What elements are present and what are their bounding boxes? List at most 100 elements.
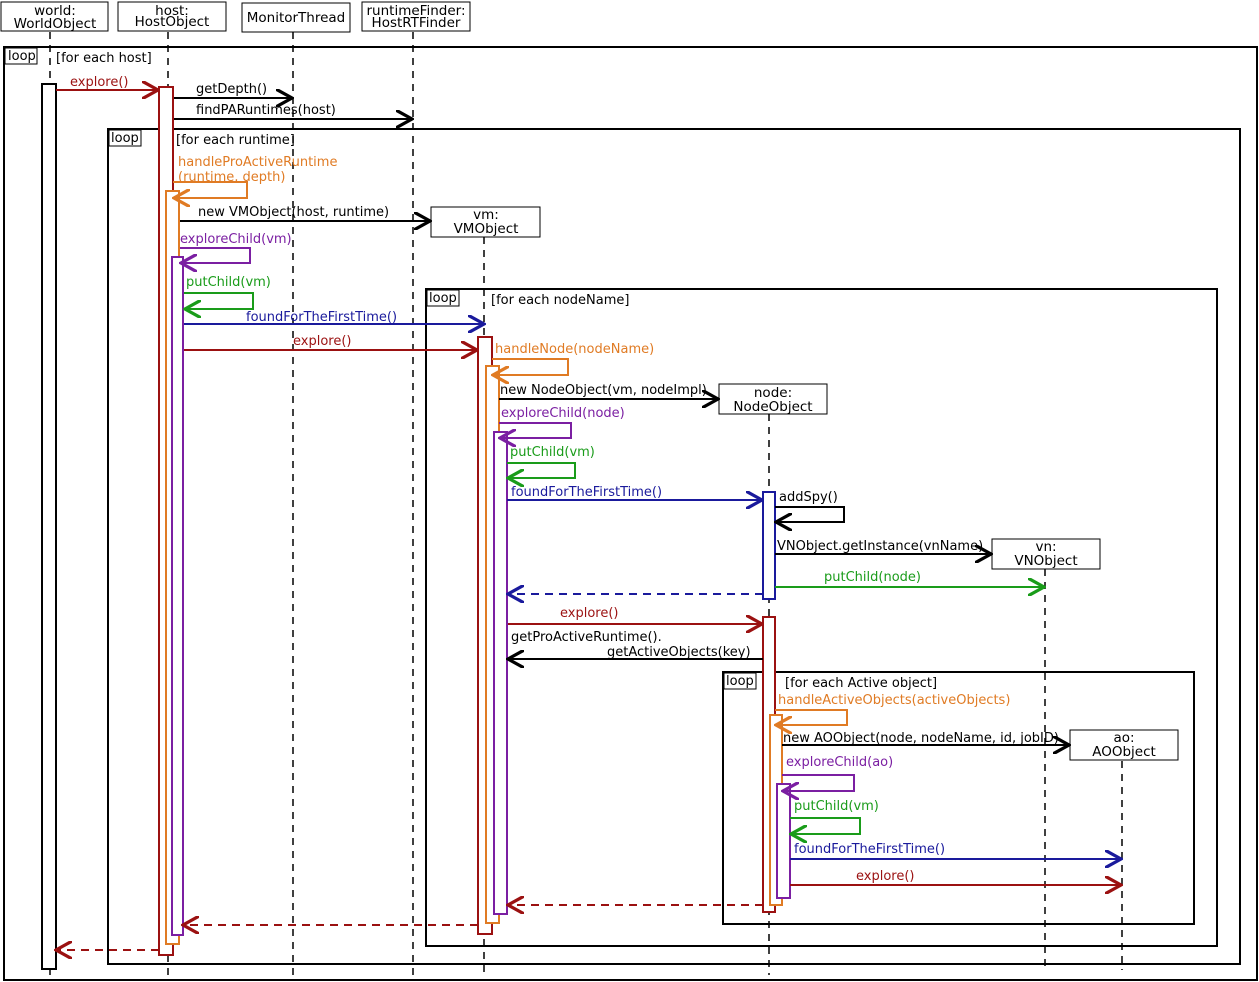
- message-create: new VMObject(host, runtime): [180, 205, 430, 221]
- frame-tag: loop: [726, 674, 754, 689]
- svg-text:vm:: vm:: [473, 207, 499, 223]
- svg-text:ao:: ao:: [1113, 730, 1134, 746]
- messages: explore() getDepth() findPARuntimes(host) h…: [56, 75, 1121, 950]
- message-self-call: putChild(vm): [184, 275, 271, 309]
- message-self-call: putChild(vm): [790, 799, 879, 834]
- svg-text:WorldObject: WorldObject: [14, 16, 97, 32]
- message-self-call: exploreChild(node): [499, 406, 625, 438]
- svg-text:node:: node:: [754, 385, 792, 401]
- message-arrow: [775, 506, 845, 522]
- frame-tag: loop: [111, 131, 139, 146]
- participant-host: host: HostObject: [117, 1, 227, 32]
- message-self-call: handleActiveObjects(activeObjects): [775, 693, 1010, 725]
- message-label: foundForTheFirstTime(): [246, 310, 397, 325]
- frame-loop-host: loop [for each host]: [3, 46, 1258, 981]
- message-self-call: exploreChild(ao): [782, 755, 893, 791]
- message-create: new AOObject(node, nodeName, id, jobID): [782, 731, 1069, 746]
- svg-text:host:: host:: [155, 3, 189, 19]
- message-label: putChild(vm): [510, 445, 595, 460]
- message-arrow: [507, 462, 576, 478]
- message-label: exploreChild(ao): [786, 755, 893, 770]
- message-arrow: [790, 817, 861, 834]
- message-call: foundForTheFirstTime(): [507, 485, 762, 500]
- message-call: foundForTheFirstTime(): [790, 842, 1121, 859]
- activation-host-explorechild: [171, 256, 184, 936]
- message-label: getProActiveRuntime().: [511, 630, 662, 645]
- svg-text:VMObject: VMObject: [454, 221, 519, 237]
- message-self-call: addSpy(): [775, 490, 845, 522]
- message-label: getActiveObjects(key): [607, 645, 751, 660]
- frame-loop-runtime: loop [for each runtime]: [107, 128, 1241, 965]
- frame-tag: loop: [429, 291, 457, 306]
- activation-node-found: [762, 491, 776, 600]
- activations: [41, 83, 791, 970]
- message-call: findPARuntimes(host): [174, 103, 412, 119]
- svg-text:runtimeFinder:: runtimeFinder:: [367, 3, 466, 19]
- message-call: foundForTheFirstTime(): [184, 310, 484, 325]
- svg-text:AOObject: AOObject: [1092, 744, 1156, 760]
- message-label: foundForTheFirstTime(): [511, 485, 662, 500]
- message-label: getDepth(): [196, 82, 267, 97]
- message-arrow: [775, 709, 848, 725]
- message-self-call: exploreChild(vm): [180, 232, 292, 263]
- participant-vm: vm: VMObject: [430, 206, 541, 238]
- message-label: handleActiveObjects(activeObjects): [778, 693, 1010, 708]
- message-label: foundForTheFirstTime(): [794, 842, 945, 857]
- message-label: putChild(vm): [794, 799, 879, 814]
- participant-vn: vn: VNObject: [991, 538, 1101, 570]
- message-self-call: handleNode(nodeName): [492, 342, 654, 375]
- participant-world: world: WorldObject: [0, 1, 109, 32]
- frame-guard: [for each nodeName]: [491, 293, 629, 308]
- svg-text:HostObject: HostObject: [135, 14, 210, 30]
- message-label: handleNode(nodeName): [495, 342, 654, 357]
- message-label: findPARuntimes(host): [196, 103, 336, 118]
- frame-guard: [for each host]: [56, 51, 152, 66]
- message-create: VNObject.getInstance(vnName): [775, 539, 991, 554]
- svg-text:vn:: vn:: [1035, 539, 1056, 555]
- message-label: VNObject.getInstance(vnName): [777, 539, 983, 554]
- message-create: new NodeObject(vm, nodeImpl): [499, 383, 718, 399]
- message-label: addSpy(): [779, 490, 838, 505]
- message-arrow: [782, 774, 855, 791]
- message-call: explore(): [184, 334, 477, 350]
- frame-guard: [for each Active object]: [785, 676, 937, 691]
- message-self-call: handleProActiveRuntime(runtime, depth): [173, 155, 337, 198]
- message-self-call: putChild(vm): [507, 445, 595, 478]
- svg-text:VNObject: VNObject: [1014, 553, 1077, 569]
- message-label: explore(): [70, 75, 128, 90]
- message-arrow: [184, 292, 254, 309]
- message-call: explore(): [56, 75, 158, 90]
- message-label: explore(): [560, 606, 618, 621]
- message-arrow: [180, 247, 251, 263]
- message-label: explore(): [856, 869, 914, 884]
- message-label: (runtime, depth): [178, 170, 285, 185]
- message-arrow: [173, 181, 248, 198]
- message-label: putChild(node): [824, 570, 921, 585]
- message-call: explore(): [790, 869, 1121, 885]
- message-label: exploreChild(node): [501, 406, 625, 421]
- frame-loop-nodename: loop [for each nodeName]: [425, 288, 1218, 947]
- message-call: getProActiveRuntime().getActiveObjects(k…: [508, 630, 763, 660]
- frame-guard: [for each runtime]: [176, 133, 295, 148]
- message-label: handleProActiveRuntime: [178, 155, 337, 170]
- svg-text:world:: world:: [34, 3, 76, 19]
- message-label: putChild(vm): [186, 275, 271, 290]
- svg-text:MonitorThread: MonitorThread: [247, 10, 346, 26]
- activation-world: [41, 83, 57, 970]
- activation-node-explorechild: [776, 783, 791, 899]
- message-label: new VMObject(host, runtime): [198, 205, 389, 220]
- svg-text:HostRTFinder: HostRTFinder: [372, 15, 461, 31]
- frame-loop-active-object: loop [for each Active object]: [722, 671, 1195, 925]
- activation-vm-explorechild: [493, 431, 508, 915]
- participant-monitor: MonitorThread: [241, 2, 351, 33]
- message-arrow: [499, 422, 572, 438]
- message-label: new NodeObject(vm, nodeImpl): [500, 383, 707, 398]
- message-call: putChild(node): [775, 570, 1044, 587]
- participant-node: node: NodeObject: [718, 383, 828, 415]
- message-label: exploreChild(vm): [180, 232, 292, 247]
- message-label: new AOObject(node, nodeName, id, jobID): [783, 731, 1059, 746]
- message-call: getDepth(): [174, 82, 292, 98]
- participant-rtfinder: runtimeFinder: HostRTFinder: [361, 1, 471, 32]
- message-label: explore(): [293, 334, 351, 349]
